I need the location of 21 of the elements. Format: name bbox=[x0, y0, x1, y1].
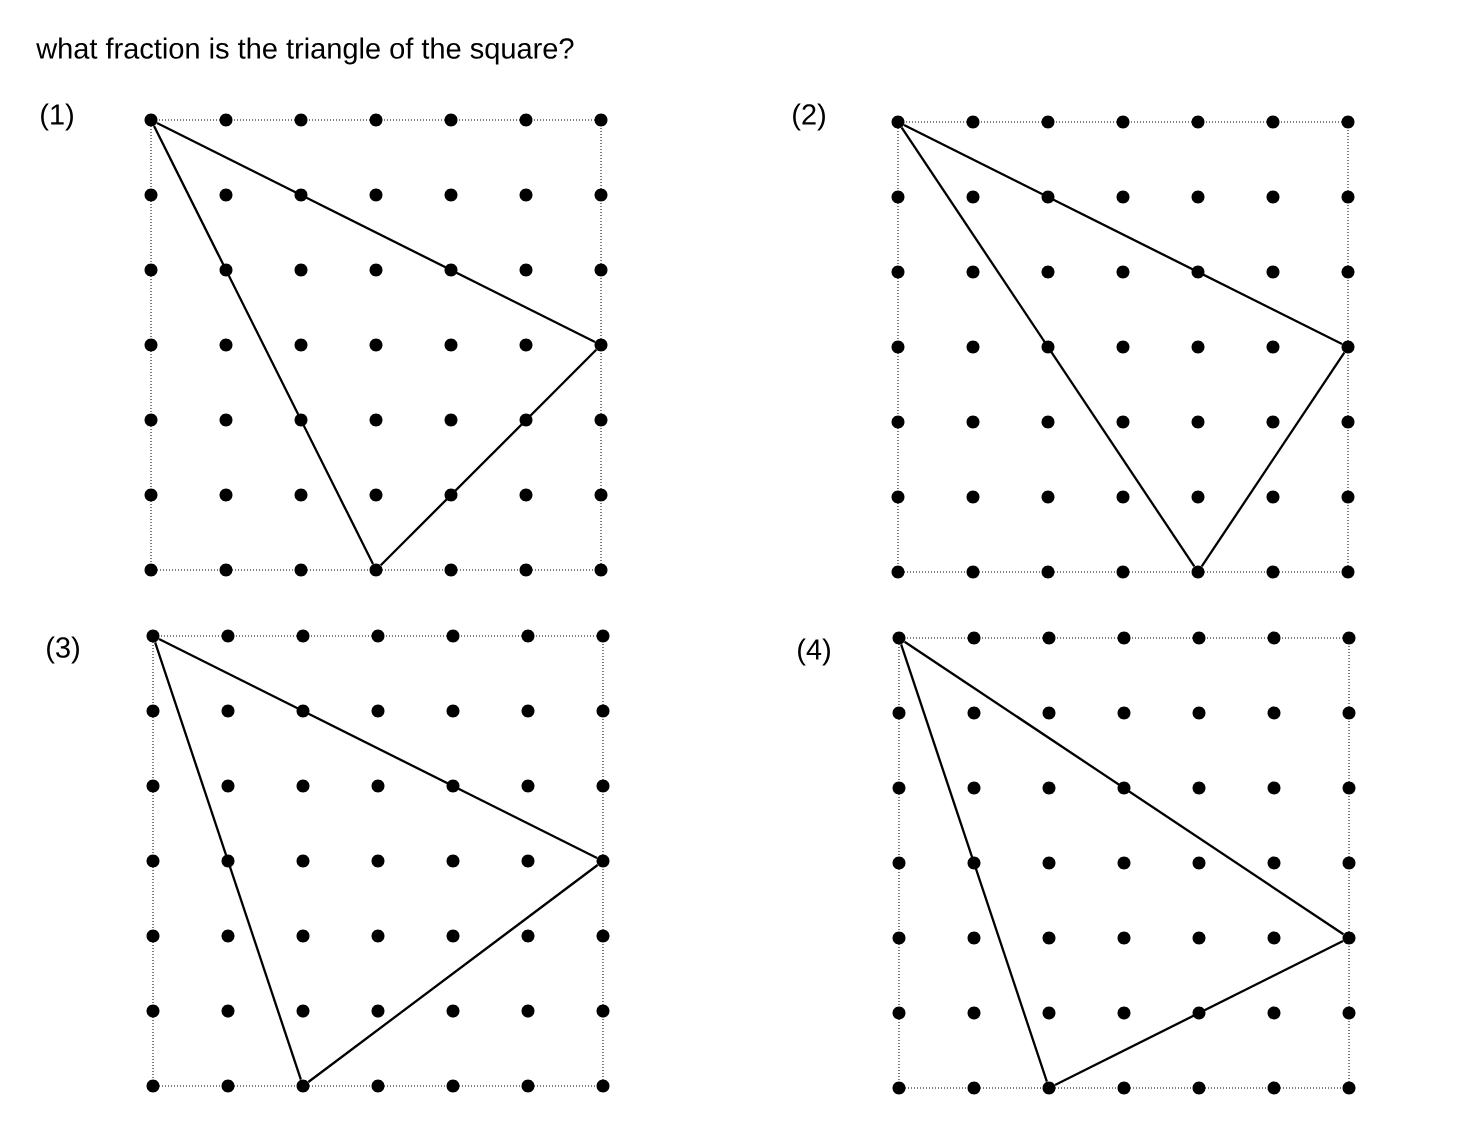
triangle-side bbox=[903, 640, 1345, 936]
dot-grid-square: (3) bbox=[47, 629, 610, 1093]
triangle-side bbox=[903, 123, 1343, 346]
triangle-side bbox=[158, 637, 598, 860]
triangle-side bbox=[154, 642, 302, 1080]
dot-grid-square: (4) bbox=[798, 631, 1356, 1095]
triangle-side bbox=[900, 126, 1196, 568]
node-label: (2) bbox=[793, 103, 825, 131]
node-label: (3) bbox=[47, 636, 79, 664]
triangle-side bbox=[379, 348, 598, 567]
title: what fraction is the triangle of the square? bbox=[36, 37, 574, 65]
dot-grid-square: (1) bbox=[41, 103, 608, 577]
triangle-side bbox=[152, 125, 375, 565]
triangle-side bbox=[156, 121, 596, 344]
node-label: (1) bbox=[41, 103, 73, 131]
triangle-side bbox=[1054, 939, 1344, 1087]
triangle-side bbox=[900, 644, 1048, 1082]
triangle-side bbox=[307, 864, 599, 1083]
node-label: (4) bbox=[798, 638, 830, 666]
dot-grid-square: (2) bbox=[793, 103, 1355, 579]
triangle-side bbox=[1200, 351, 1346, 568]
